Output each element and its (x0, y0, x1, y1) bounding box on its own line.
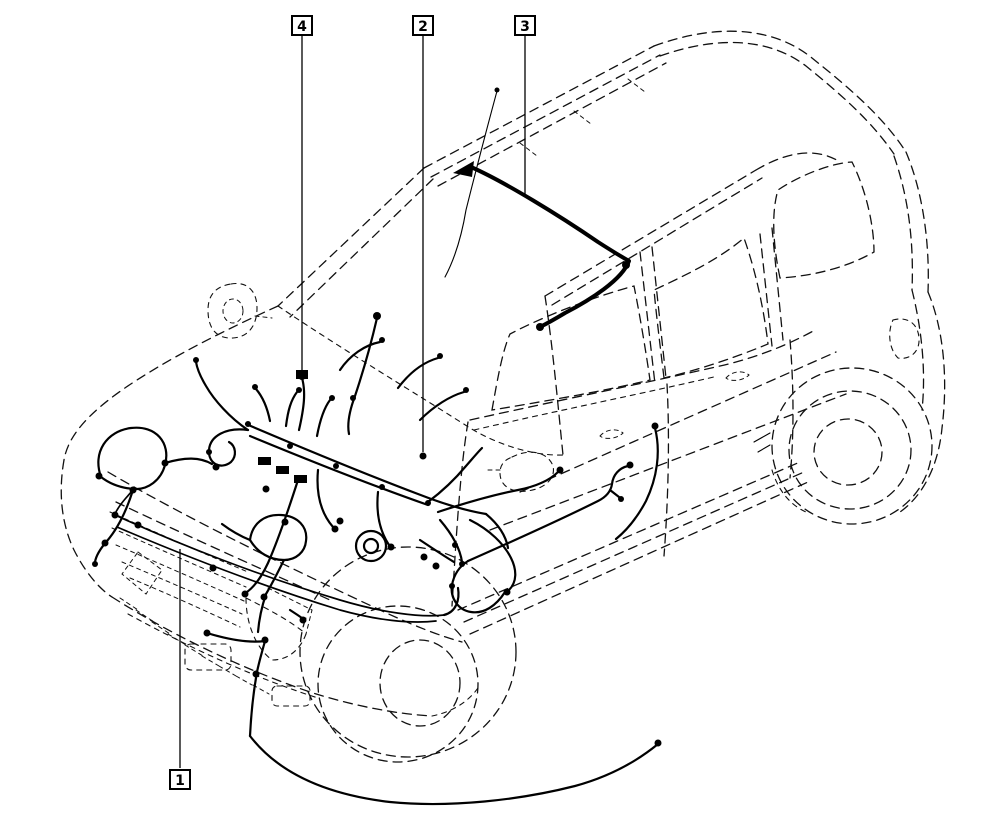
engine-bay-harness (193, 312, 564, 598)
callout-1[interactable]: 1 (169, 769, 191, 790)
roof-harness (453, 161, 631, 331)
callout-4[interactable]: 4 (291, 15, 313, 36)
rear-wheel (771, 367, 933, 525)
car-body-outline (60, 30, 946, 717)
callout-3[interactable]: 3 (514, 15, 536, 36)
callout-2[interactable]: 2 (412, 15, 434, 36)
windshield-antenna-wire (444, 87, 500, 278)
front-bumper-harness (92, 426, 662, 806)
callout-leaders (179, 36, 526, 768)
body-sill-harness (432, 422, 771, 617)
front-wheel (299, 546, 517, 763)
